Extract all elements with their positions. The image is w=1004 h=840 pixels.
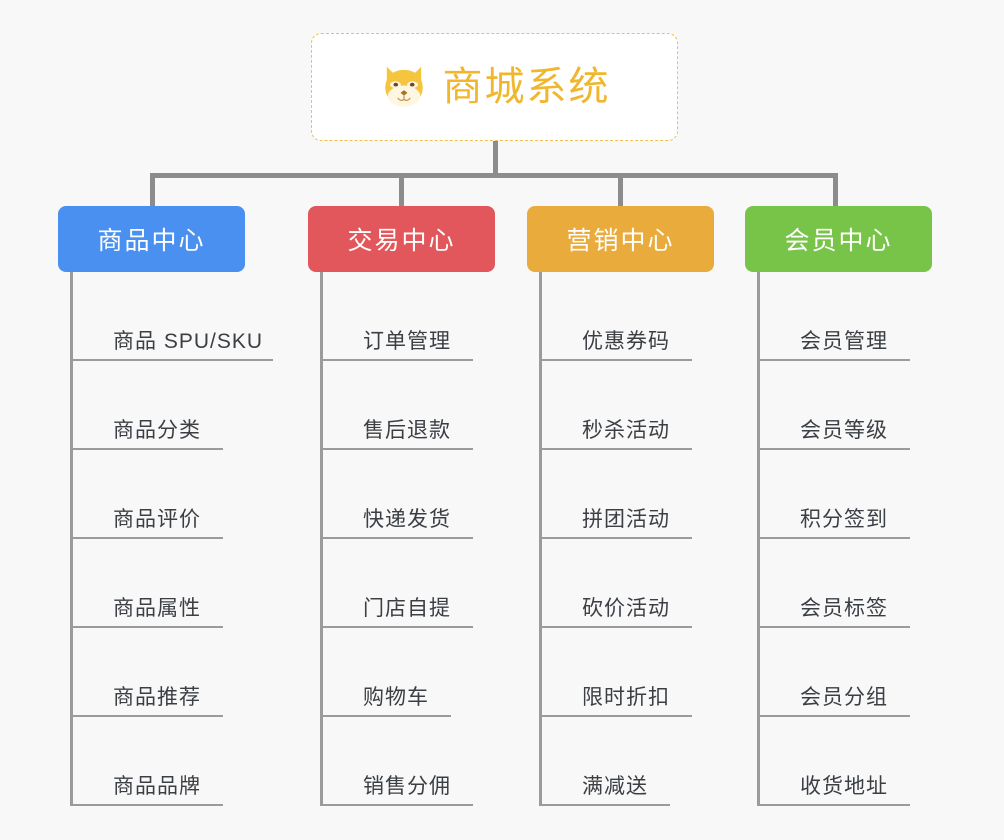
connector-drop-member-center [833,173,838,210]
leaf-label: 商品属性 [113,597,201,620]
leaf-item[interactable]: 商品 SPU/SKU [73,272,313,361]
leaf-rule [73,626,223,628]
leaf-rule [73,804,223,806]
leaf-label: 商品品牌 [113,775,201,798]
category-box-marketing-center[interactable]: 营销中心 [527,206,714,272]
leaf-label: 订单管理 [363,330,451,353]
leaf-rule [73,537,223,539]
leaf-label: 商品评价 [113,508,201,531]
leaf-item[interactable]: 会员等级 [760,361,1000,450]
leaf-label: 收货地址 [800,775,888,798]
leaf-label: 快递发货 [363,508,451,531]
leaf-item[interactable]: 商品属性 [73,539,313,628]
leaf-item[interactable]: 积分签到 [760,450,1000,539]
leaf-rule [760,715,910,717]
category-label: 交易中心 [347,227,456,255]
leaf-item[interactable]: 满减送 [542,717,782,806]
leaf-rule [73,448,223,450]
root-title: 商城系统 [442,65,611,109]
connector-drop-trade-center [399,173,404,210]
leaf-label: 商品分类 [113,419,201,442]
leaf-label: 优惠券码 [582,330,670,353]
leaf-rule [542,537,692,539]
leaf-rule [760,448,910,450]
leaf-rule [323,804,473,806]
leaf-rule [542,626,692,628]
leaf-item[interactable]: 优惠券码 [542,272,782,361]
leaf-label: 砍价活动 [582,597,670,620]
leaf-rule [542,359,692,361]
category-box-trade-center[interactable]: 交易中心 [308,206,495,272]
leaf-item[interactable]: 购物车 [323,628,563,717]
leaf-item[interactable]: 会员分组 [760,628,1000,717]
category-box-product-center[interactable]: 商品中心 [58,206,245,272]
leaf-label: 拼团活动 [582,508,670,531]
leaf-label: 满减送 [582,775,648,798]
leaf-label: 购物车 [363,686,429,709]
leaf-rule [760,537,910,539]
leaf-list-marketing-center: 优惠券码 秒杀活动 拼团活动 砍价活动 限时折扣 满减送 [539,272,782,806]
leaf-rule [760,359,910,361]
column-member-center: 会员中心 会员管理 会员等级 积分签到 会员标签 会员分组 [745,206,1000,806]
leaf-label: 积分签到 [800,508,888,531]
leaf-item[interactable]: 快递发货 [323,450,563,539]
connector-drop-marketing-center [618,173,623,210]
leaf-rule [542,715,692,717]
root-node[interactable]: 商城系统 [311,33,678,141]
leaf-list-trade-center: 订单管理 售后退款 快递发货 门店自提 购物车 销售分佣 [320,272,563,806]
leaf-item[interactable]: 商品推荐 [73,628,313,717]
leaf-label: 门店自提 [363,597,451,620]
leaf-label: 会员分组 [800,686,888,709]
column-trade-center: 交易中心 订单管理 售后退款 快递发货 门店自提 购物车 [308,206,563,806]
leaf-label: 商品 SPU/SKU [113,330,264,353]
leaf-label: 销售分佣 [363,775,451,798]
category-box-member-center[interactable]: 会员中心 [745,206,932,272]
category-label: 会员中心 [784,227,893,255]
leaf-rule [323,626,473,628]
leaf-item[interactable]: 商品品牌 [73,717,313,806]
leaf-list-member-center: 会员管理 会员等级 积分签到 会员标签 会员分组 收货地址 [757,272,1000,806]
column-marketing-center: 营销中心 优惠券码 秒杀活动 拼团活动 砍价活动 限时折扣 [527,206,782,806]
leaf-label: 售后退款 [363,419,451,442]
leaf-list-product-center: 商品 SPU/SKU 商品分类 商品评价 商品属性 商品推荐 商品品牌 [70,272,313,806]
leaf-item[interactable]: 订单管理 [323,272,563,361]
leaf-label: 会员管理 [800,330,888,353]
leaf-rule [323,715,451,717]
leaf-item[interactable]: 拼团活动 [542,450,782,539]
leaf-rule [323,448,473,450]
leaf-item[interactable]: 销售分佣 [323,717,563,806]
leaf-item[interactable]: 砍价活动 [542,539,782,628]
leaf-label: 秒杀活动 [582,419,670,442]
leaf-item[interactable]: 商品评价 [73,450,313,539]
leaf-item[interactable]: 售后退款 [323,361,563,450]
leaf-rule [542,804,670,806]
connector-stem [493,141,498,178]
leaf-item[interactable]: 会员管理 [760,272,1000,361]
leaf-rule [760,626,910,628]
leaf-rule [323,537,473,539]
leaf-rule [760,804,910,806]
shiba-dog-face-icon [384,66,423,107]
leaf-label: 限时折扣 [582,686,670,709]
leaf-label: 商品推荐 [113,686,201,709]
leaf-rule [73,359,273,361]
leaf-item[interactable]: 限时折扣 [542,628,782,717]
leaf-label: 会员标签 [800,597,888,620]
leaf-rule [542,448,692,450]
leaf-item[interactable]: 秒杀活动 [542,361,782,450]
leaf-rule [73,715,223,717]
leaf-item[interactable]: 会员标签 [760,539,1000,628]
leaf-item[interactable]: 商品分类 [73,361,313,450]
leaf-rule [323,359,473,361]
leaf-item[interactable]: 收货地址 [760,717,1000,806]
leaf-label: 会员等级 [800,419,888,442]
connector-drop-product-center [150,173,155,210]
leaf-item[interactable]: 门店自提 [323,539,563,628]
category-label: 营销中心 [566,227,675,255]
connector-bus [150,173,838,178]
column-product-center: 商品中心 商品 SPU/SKU 商品分类 商品评价 商品属性 商品推荐 [58,206,313,806]
category-label: 商品中心 [97,227,206,255]
